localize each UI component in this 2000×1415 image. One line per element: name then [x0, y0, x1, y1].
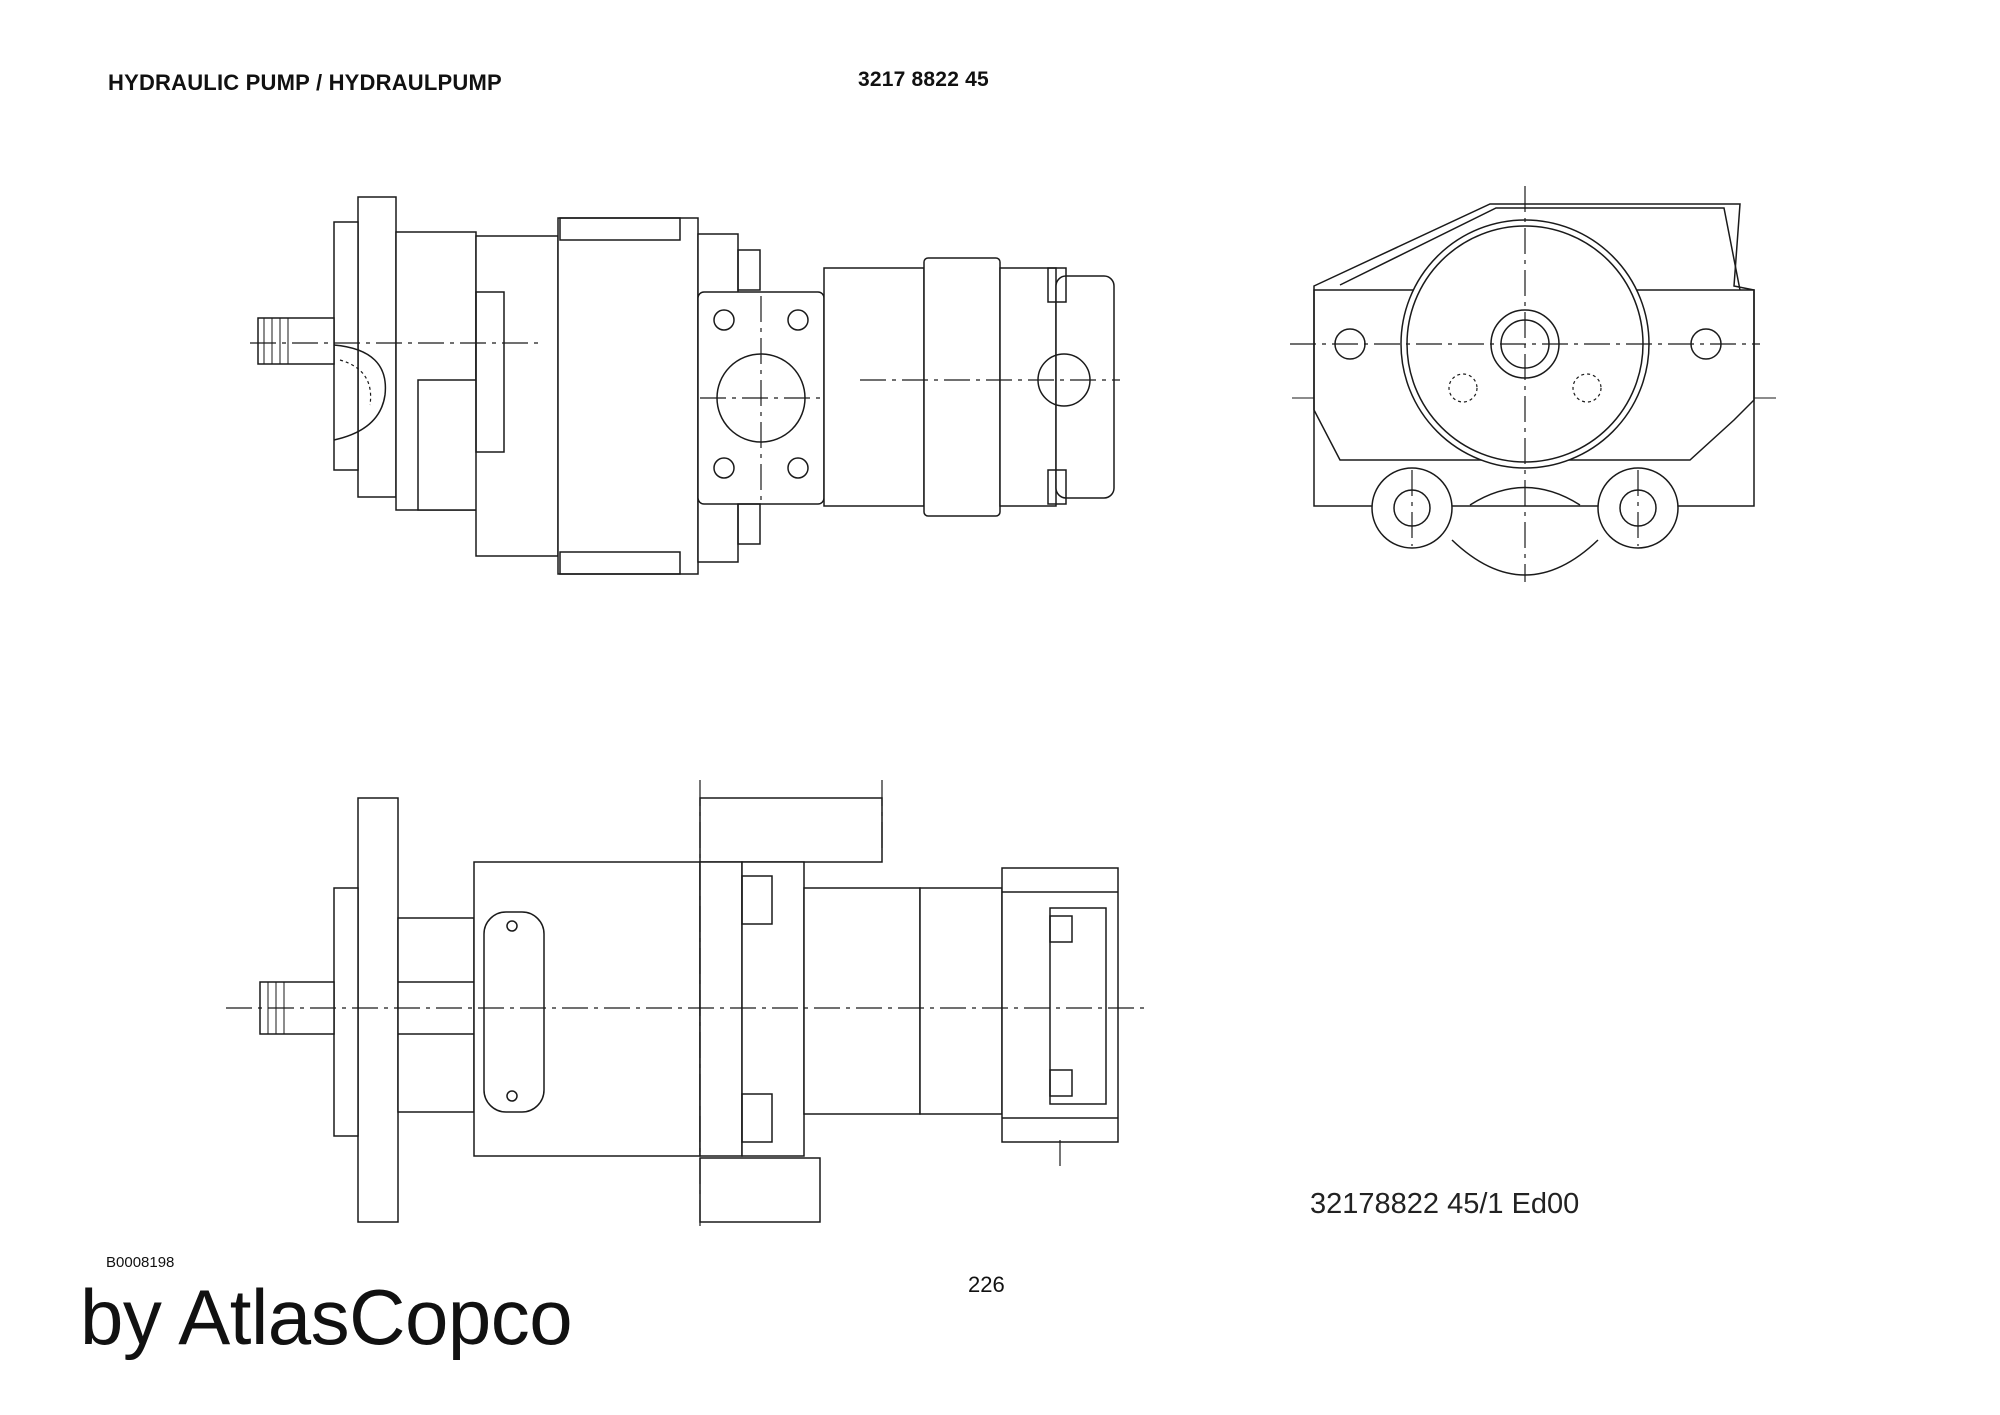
brand-text: by AtlasCopco [80, 1273, 573, 1361]
page-title: HYDRAULIC PUMP / HYDRAULPUMP [108, 70, 502, 95]
page-number: 226 [968, 1272, 1005, 1297]
image-code: B0008198 [106, 1254, 175, 1271]
part-number: 3217 8822 45 [858, 68, 989, 91]
drawing-reference: 32178822 45/1 Ed00 [1310, 1188, 1580, 1220]
